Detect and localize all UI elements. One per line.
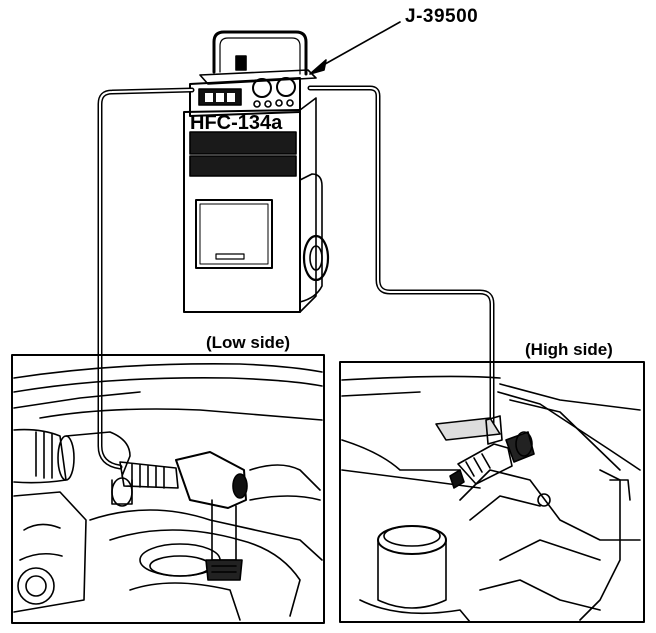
low-side-panel	[11, 354, 325, 624]
high-side-hose	[307, 85, 495, 433]
high-side-hose-inner	[309, 87, 493, 431]
unit-name-label: HFC-134a	[190, 112, 283, 134]
low-side-label: (Low side)	[206, 333, 291, 352]
high-side-label: (High side)	[525, 340, 613, 359]
tool-reference-label: J-39500	[405, 6, 479, 27]
charging-station	[183, 30, 330, 313]
high-side-panel	[339, 361, 645, 623]
low-side-hose-inner	[99, 89, 193, 468]
reference-arrow	[309, 21, 401, 75]
